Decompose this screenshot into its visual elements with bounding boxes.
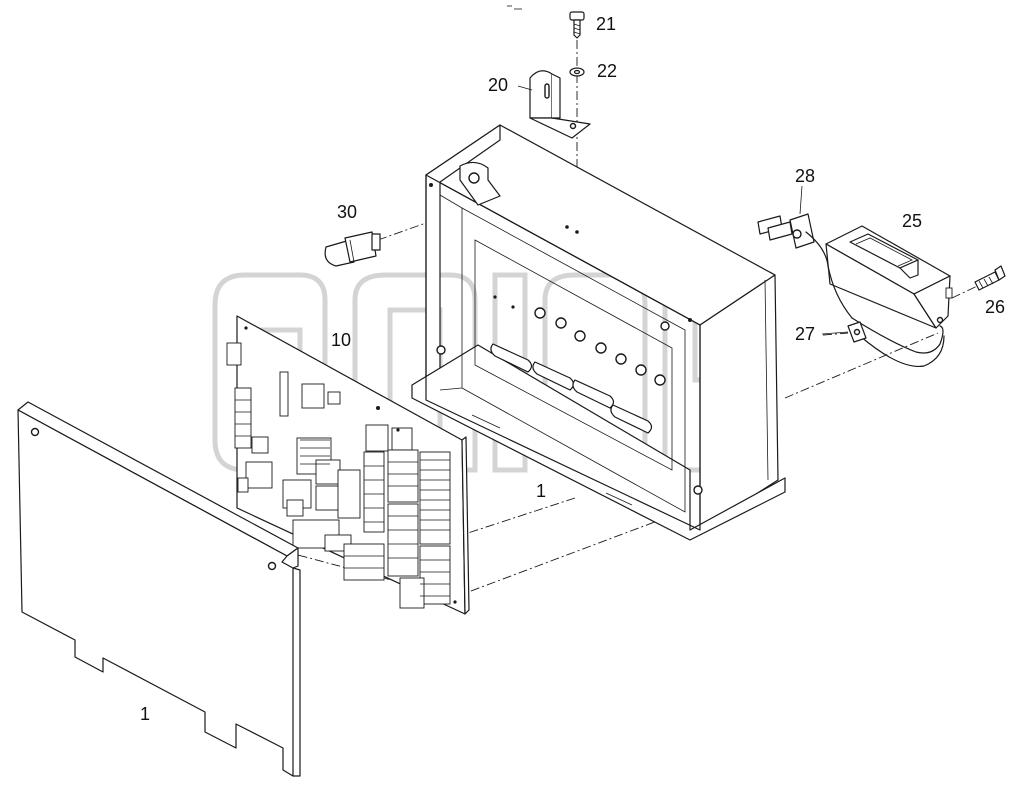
callout-1-cover: 1 (140, 704, 150, 724)
cover-plate (17, 401, 301, 777)
callout-10: 10 (331, 330, 351, 350)
enclosure-box (411, 124, 786, 541)
callout-21: 21 (596, 14, 616, 34)
circuit-board (226, 315, 470, 615)
callout-30: 30 (337, 202, 357, 222)
callout-27: 27 (795, 324, 815, 344)
callout-1-box: 1 (536, 481, 546, 501)
washer-22 (569, 67, 585, 77)
indicator-lamp (324, 231, 381, 267)
leader-lines (517, 85, 849, 335)
callout-26: 26 (985, 297, 1005, 317)
wire-clip (847, 321, 867, 343)
callout-28: 28 (795, 166, 815, 186)
wire-harness (757, 213, 945, 368)
screw-26 (974, 265, 1006, 291)
callout-22: 22 (597, 61, 617, 81)
callouts: 21 22 20 30 28 25 26 27 10 1 1 (140, 14, 1005, 724)
relay-box (825, 225, 953, 329)
top-marks (507, 5, 522, 10)
callout-25: 25 (902, 211, 922, 231)
screw-21 (569, 11, 585, 39)
callout-20: 20 (488, 75, 508, 95)
mounting-bracket (529, 70, 591, 139)
